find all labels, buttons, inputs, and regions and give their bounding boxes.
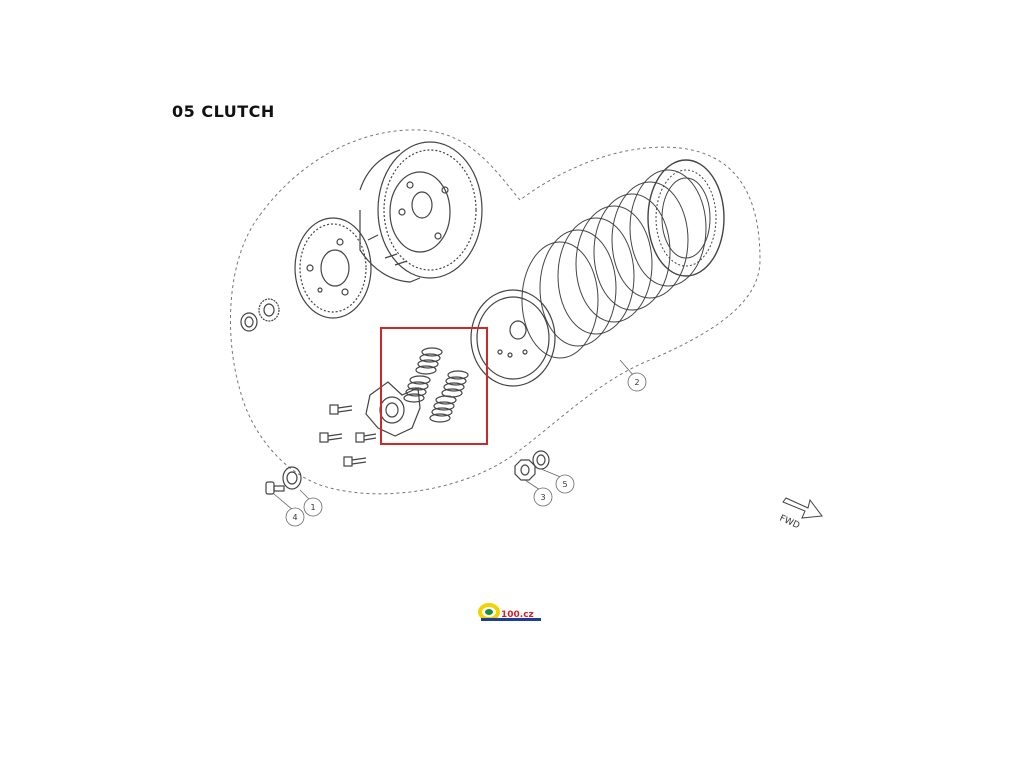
spring-3 bbox=[403, 375, 431, 403]
drive-gear-plate bbox=[294, 217, 372, 319]
clutch-inner-hub bbox=[470, 289, 556, 387]
clutch-basket bbox=[359, 141, 483, 283]
hub-nut bbox=[514, 459, 536, 481]
svg-text:4: 4 bbox=[292, 513, 297, 522]
pressure-plate bbox=[365, 381, 421, 437]
fwd-label: FWD bbox=[778, 514, 801, 532]
spring-bolts bbox=[319, 404, 377, 467]
callout-5: 5 bbox=[555, 474, 575, 494]
callout-2: 2 bbox=[627, 372, 647, 392]
page-title: 05 CLUTCH bbox=[172, 102, 275, 121]
svg-text:5: 5 bbox=[562, 480, 567, 489]
svg-text:1: 1 bbox=[310, 503, 315, 512]
svg-text:3: 3 bbox=[540, 493, 545, 502]
spring-4 bbox=[429, 395, 457, 423]
spring-1 bbox=[415, 347, 443, 375]
logo-text: 100.cz bbox=[501, 610, 534, 620]
callout-3: 3 bbox=[533, 487, 553, 507]
bolt-2 bbox=[319, 432, 343, 443]
bolt-1 bbox=[329, 404, 353, 415]
lock-washer bbox=[258, 298, 280, 322]
pushrod-piece bbox=[265, 481, 285, 495]
clutch-springs bbox=[403, 347, 469, 423]
hub-washer bbox=[532, 450, 550, 470]
bolt-3 bbox=[355, 432, 377, 443]
site-logo: 100.cz bbox=[478, 603, 541, 621]
spring-2 bbox=[441, 370, 469, 398]
highlight-box bbox=[380, 327, 488, 445]
svg-text:2: 2 bbox=[634, 378, 639, 387]
bolt-4 bbox=[343, 456, 367, 467]
callout-1: 1 bbox=[303, 497, 323, 517]
callout-4: 4 bbox=[285, 507, 305, 527]
forward-arrow-icon: FWD bbox=[778, 497, 823, 532]
assembly-outline bbox=[230, 129, 761, 495]
circlip bbox=[240, 312, 258, 332]
release-bearing bbox=[282, 466, 302, 490]
clutch-plate-stack bbox=[521, 159, 725, 359]
